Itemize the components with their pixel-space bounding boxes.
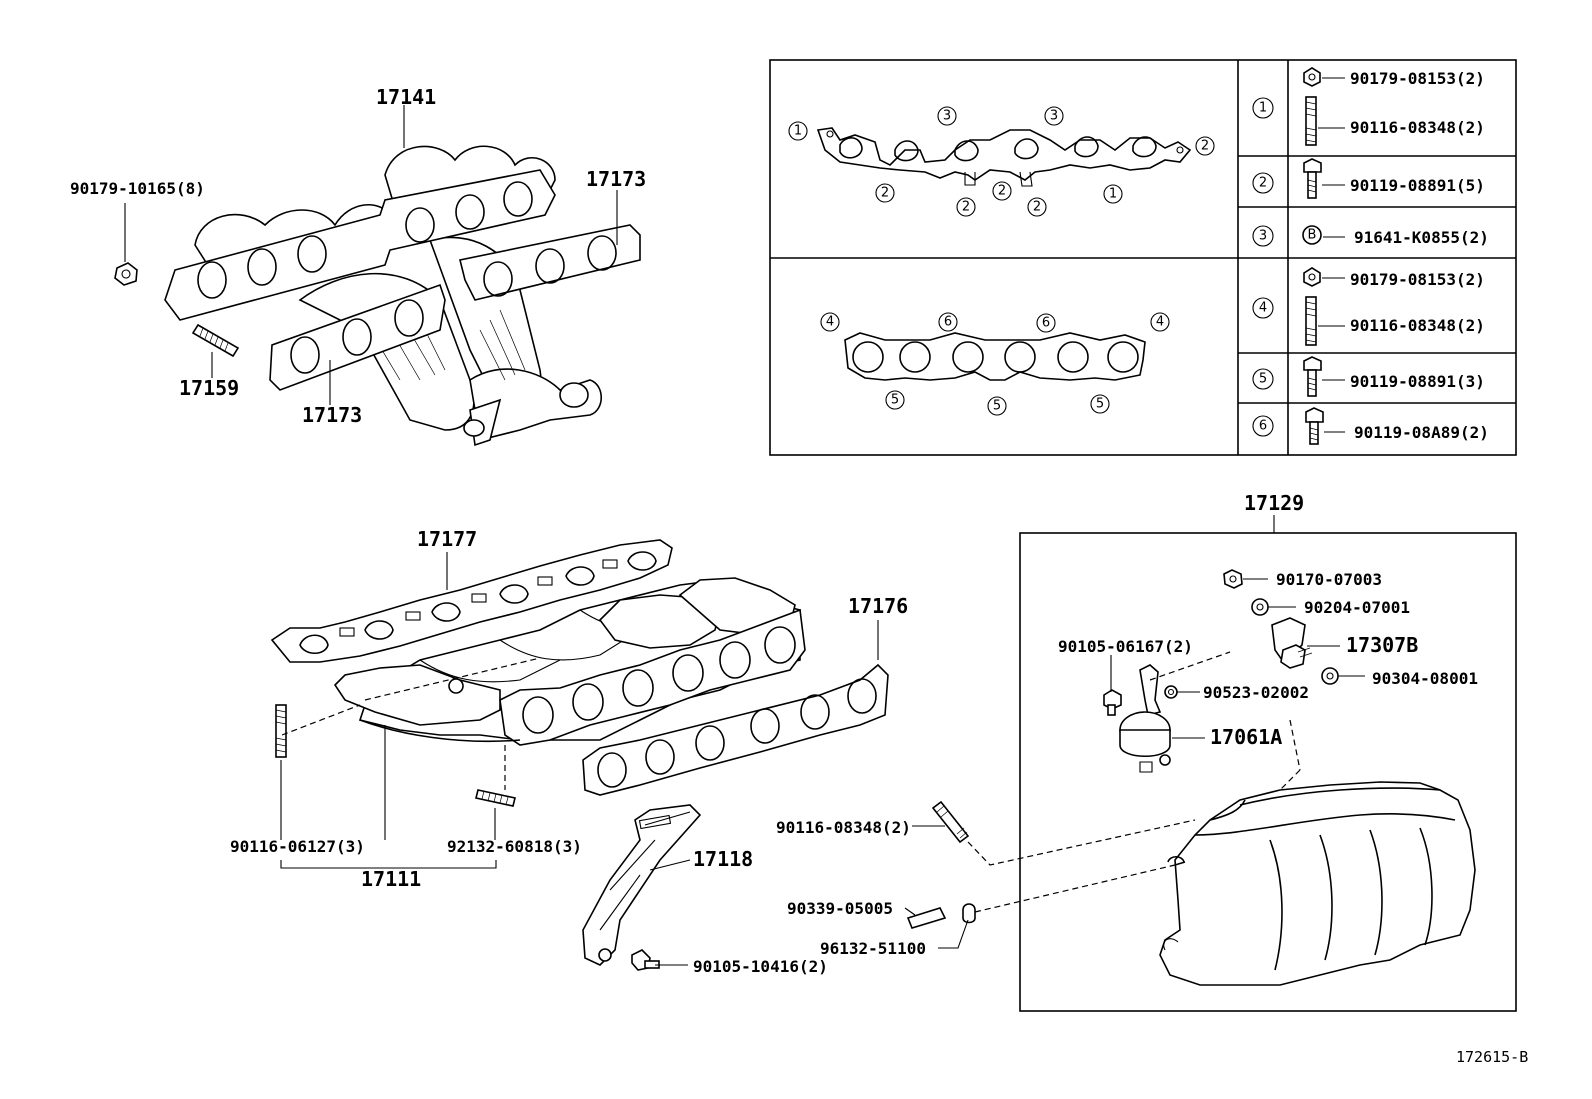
svg-text:3: 3	[1259, 229, 1267, 244]
table-keys: 1 2 3 4 5 6	[1252, 97, 1274, 437]
washer-icon[interactable]	[1164, 685, 1178, 699]
label-90339-05005: 90339-05005	[787, 899, 893, 918]
label-17129: 17129	[1244, 491, 1304, 515]
intake-gasket-17177[interactable]	[270, 539, 673, 663]
table-row3-part: 91641-K0855(2)	[1354, 228, 1489, 247]
svg-text:2: 2	[1201, 139, 1209, 154]
vsv-bracket-17307B[interactable]	[1271, 617, 1313, 669]
stud-icon	[1305, 296, 1317, 346]
figure-code: 172615-B	[1456, 1048, 1528, 1066]
svg-text:4: 4	[826, 315, 834, 330]
callouts-top: 1 3 3 2 2 2 2 2 1	[788, 106, 1215, 217]
label-17307B: 17307B	[1346, 633, 1418, 657]
svg-text:6: 6	[944, 315, 952, 330]
bolt-icon	[1305, 407, 1324, 445]
svg-text:5: 5	[1096, 397, 1104, 412]
table-row6-part: 90119-08A89(2)	[1354, 423, 1489, 442]
intake-gasket-17176[interactable]	[582, 663, 889, 796]
label-17159: 17159	[179, 376, 239, 400]
label-90116-06127: 90116-06127(3)	[230, 837, 365, 856]
exhaust-gasket-17173-right[interactable]	[459, 224, 641, 301]
label-17177: 17177	[417, 527, 477, 551]
table-row1-part-b: 90116-08348(2)	[1350, 118, 1485, 137]
washer-icon[interactable]	[1251, 598, 1269, 616]
callouts-bottom: 4 6 6 4 5 5 5	[820, 312, 1170, 416]
bolt-icon	[1303, 356, 1322, 397]
label-90105-10416: 90105-10416(2)	[693, 957, 828, 976]
bolt-icon[interactable]	[1103, 689, 1122, 716]
stud-icon[interactable]	[931, 800, 970, 844]
label-17141: 17141	[376, 85, 436, 109]
svg-text:4: 4	[1156, 315, 1164, 330]
label-17176: 17176	[848, 594, 908, 618]
label-17111: 17111	[361, 867, 421, 891]
bolt-icon	[1303, 158, 1322, 199]
svg-text:2: 2	[1033, 200, 1041, 215]
label-17061A: 17061A	[1210, 725, 1282, 749]
stud-icon	[1305, 96, 1317, 146]
label-90204-07001: 90204-07001	[1304, 598, 1410, 617]
nut-icon	[1303, 267, 1321, 287]
nut-icon[interactable]	[114, 262, 138, 286]
actuator-17061A[interactable]	[1119, 664, 1171, 773]
svg-text:6: 6	[1259, 419, 1267, 434]
labels: 17141 17173 90179-10165(8) 17159 17173 9…	[70, 69, 1528, 1066]
surge-tank-box	[1019, 515, 1517, 1012]
table-row4-part-b: 90116-08348(2)	[1350, 316, 1485, 335]
intake-surge-tank-17129[interactable]	[1159, 781, 1476, 986]
svg-text:1: 1	[1259, 101, 1267, 116]
svg-text:4: 4	[1259, 301, 1267, 316]
svg-text:2: 2	[1259, 176, 1267, 191]
svg-text:3: 3	[943, 109, 951, 124]
gasket-fastener-table	[769, 59, 1517, 456]
intake-manifold-17111[interactable]	[333, 577, 806, 746]
table-row2-part: 90119-08891(5)	[1350, 176, 1485, 195]
svg-text:2: 2	[998, 184, 1006, 199]
svg-text:B: B	[1308, 228, 1317, 243]
table-fastener-icons: B	[1302, 67, 1345, 445]
svg-text:6: 6	[1042, 316, 1050, 331]
label-90304-08001: 90304-08001	[1372, 669, 1478, 688]
label-90170-07003: 90170-07003	[1276, 570, 1382, 589]
svg-text:5: 5	[993, 399, 1001, 414]
exhaust-manifold-17141[interactable]	[164, 145, 603, 447]
stud-icon[interactable]	[475, 789, 516, 807]
bolt-icon[interactable]	[631, 949, 660, 971]
svg-text:1: 1	[1109, 187, 1117, 202]
label-17173-left: 17173	[302, 403, 362, 427]
clip-icon[interactable]	[962, 903, 976, 924]
washer-icon[interactable]	[1321, 667, 1339, 685]
label-90523-02002: 90523-02002	[1203, 683, 1309, 702]
gasket-bottom-view	[844, 332, 1146, 381]
svg-text:5: 5	[1259, 372, 1267, 387]
nut-icon	[1303, 67, 1321, 87]
hose-icon[interactable]	[906, 907, 947, 929]
table-row1-part-a: 90179-08153(2)	[1350, 69, 1485, 88]
stud-icon[interactable]	[191, 323, 240, 358]
exhaust-gasket-17173-left[interactable]	[269, 283, 446, 391]
nut-icon[interactable]	[1223, 569, 1243, 589]
svg-text:2: 2	[962, 200, 970, 215]
svg-text:5: 5	[891, 393, 899, 408]
stud-icon[interactable]	[275, 704, 287, 758]
label-17118: 17118	[693, 847, 753, 871]
label-92132-60818: 92132-60818(3)	[447, 837, 582, 856]
label-90179-10165: 90179-10165(8)	[70, 179, 205, 198]
manifold-stay-17118[interactable]	[582, 804, 702, 966]
svg-text:3: 3	[1050, 109, 1058, 124]
svg-text:2: 2	[881, 186, 889, 201]
table-row4-part-a: 90179-08153(2)	[1350, 270, 1485, 289]
label-90116-08348: 90116-08348(2)	[776, 818, 911, 837]
table-row5-part: 90119-08891(3)	[1350, 372, 1485, 391]
label-96132-51100: 96132-51100	[820, 939, 926, 958]
label-17173-right: 17173	[586, 167, 646, 191]
label-90105-06167: 90105-06167(2)	[1058, 637, 1193, 656]
gasket-top-view	[816, 127, 1192, 187]
badge-b-icon: B	[1302, 225, 1322, 245]
svg-text:1: 1	[794, 124, 802, 139]
